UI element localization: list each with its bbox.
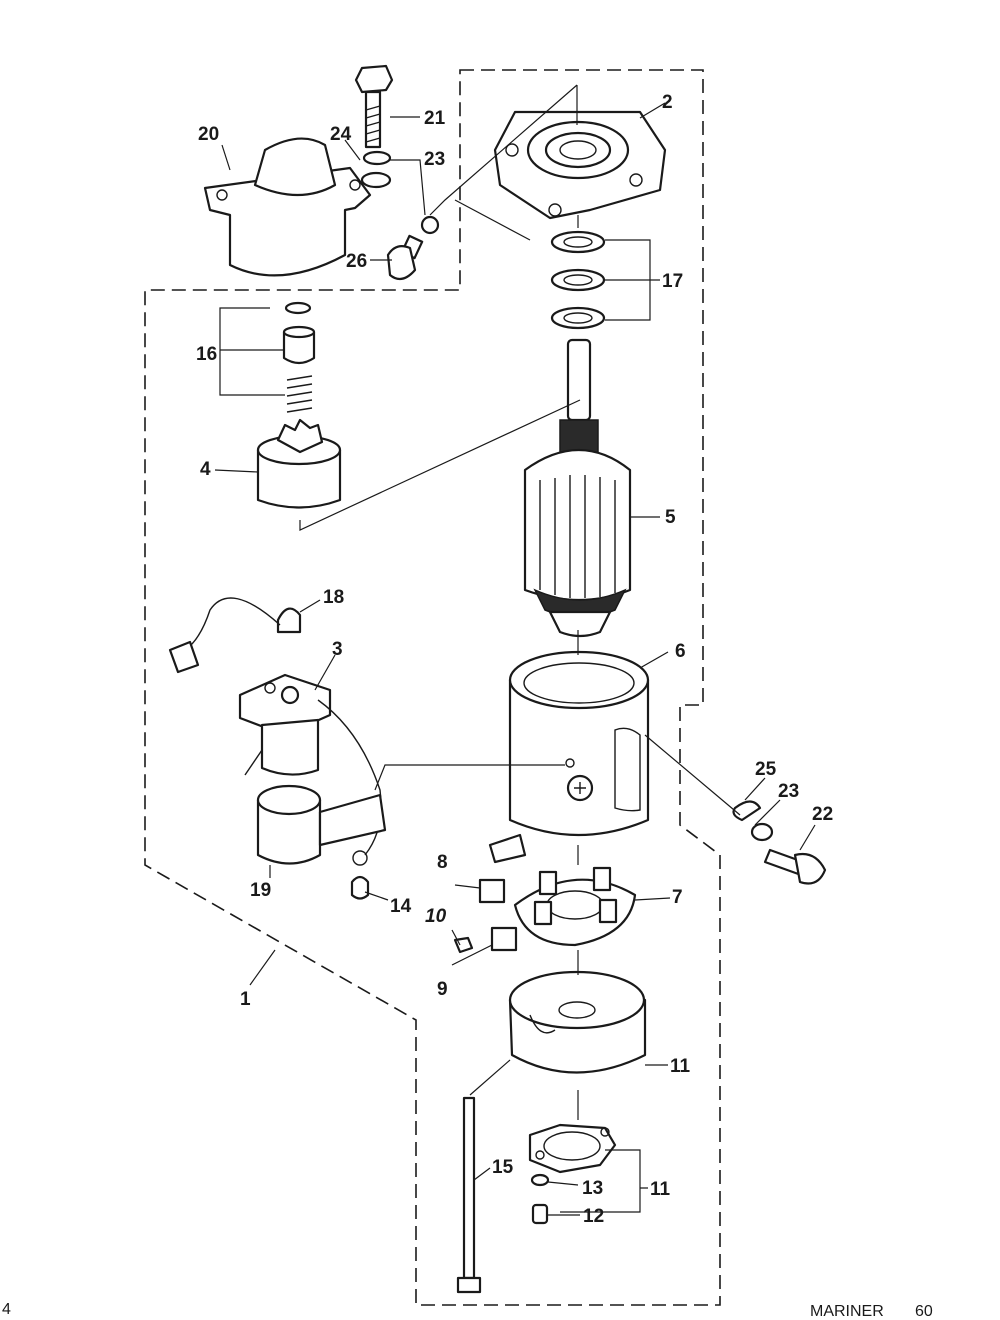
callout-13: 13 — [582, 1178, 603, 1199]
callout-11-plate: 11 — [650, 1179, 671, 1200]
callout-20: 20 — [198, 124, 219, 145]
bolt-part-22 — [763, 848, 827, 885]
footer-model: 60 — [915, 1303, 933, 1320]
callout-11-cap: 11 — [670, 1056, 691, 1077]
cable-boot-part-18 — [168, 597, 302, 674]
washer-part-23-small — [420, 215, 440, 235]
brush-part-8 — [478, 878, 506, 904]
callout-6: 6 — [675, 641, 686, 662]
assembly-1-leader — [249, 949, 276, 986]
screw-part-12 — [531, 1203, 549, 1225]
callout-4: 4 — [200, 459, 211, 480]
washer-part-13 — [530, 1173, 550, 1187]
callout-9: 9 — [437, 979, 448, 1000]
callout-23-top: 23 — [424, 149, 445, 170]
callout-2: 2 — [662, 92, 673, 113]
washer-part-23-right — [750, 822, 774, 842]
bolt-part-21 — [354, 64, 394, 149]
callout-1: 1 — [240, 989, 251, 1010]
screw-part-14 — [350, 850, 370, 900]
callout-18: 18 — [323, 587, 344, 608]
callout-21: 21 — [424, 108, 446, 129]
pinion-drive-part-4 — [256, 418, 342, 509]
washer-part-23-top — [360, 171, 392, 189]
callout-22: 22 — [812, 804, 833, 825]
armature-part-5 — [523, 338, 632, 638]
clip-part-25 — [732, 800, 762, 822]
assembly-boundary — [144, 69, 721, 1306]
callout-10: 10 — [425, 906, 447, 927]
nut-part-10 — [453, 936, 474, 954]
callout-26: 26 — [346, 251, 367, 272]
callout-3: 3 — [332, 639, 343, 660]
callout-17: 17 — [662, 271, 683, 292]
end-plate-part-11 — [528, 1123, 617, 1174]
solenoid-part-3 — [238, 673, 382, 856]
callout-8: 8 — [437, 852, 448, 873]
callout-15: 15 — [492, 1157, 514, 1178]
callout-7: 7 — [672, 887, 683, 908]
callout-12: 12 — [583, 1206, 604, 1227]
screw-part-26 — [386, 234, 424, 281]
shift-housing-part-19 — [256, 784, 387, 865]
assembly-lines — [299, 84, 741, 1120]
callout-19: 19 — [250, 880, 271, 901]
callout-5: 5 — [665, 507, 676, 528]
brush-part-9 — [490, 926, 518, 952]
spacer-washers-part-17 — [550, 230, 606, 330]
end-cap-part-20 — [203, 137, 372, 277]
commutator-end-cap-part-11 — [508, 970, 647, 1074]
callout-16: 16 — [196, 344, 217, 365]
callout-24: 24 — [330, 124, 352, 145]
drive-parts-part-16 — [282, 301, 316, 413]
callout-14: 14 — [390, 896, 412, 917]
brush-holder-part-7 — [513, 866, 637, 947]
callout-25: 25 — [755, 759, 777, 780]
through-bolt-part-15 — [456, 1096, 482, 1294]
washer-part-24 — [362, 150, 392, 166]
footer-brand: MARINER — [810, 1303, 884, 1320]
callout-leaders — [214, 102, 816, 1216]
callout-23-right: 23 — [778, 781, 799, 802]
page-number: 4 — [2, 1301, 11, 1318]
drive-end-frame-part-2 — [493, 110, 667, 220]
field-frame-part-6 — [488, 650, 650, 864]
